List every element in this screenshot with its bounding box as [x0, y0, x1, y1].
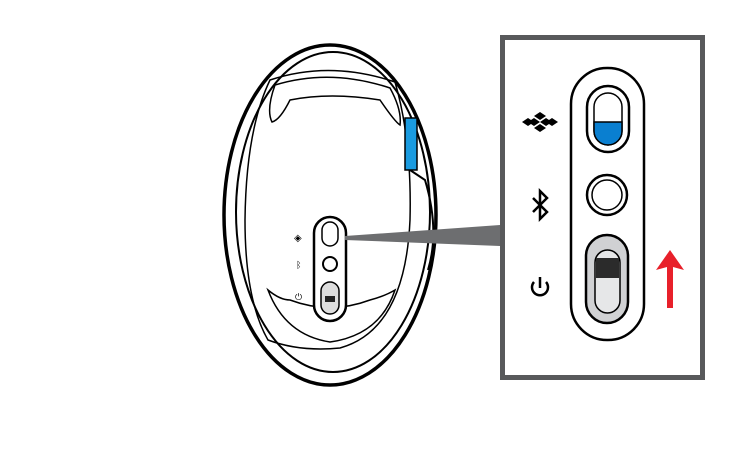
power-icon: [530, 277, 550, 297]
power-slider[interactable]: [584, 233, 630, 325]
arrow-up-icon: [656, 250, 684, 308]
mouse-body: [222, 43, 438, 387]
mouse-switch-cluster: [312, 215, 348, 323]
mouse-blue-tab: [404, 117, 418, 171]
bluetooth-icon: [532, 187, 549, 223]
svg-text:ᛒ: ᛒ: [296, 260, 301, 271]
svg-text:⏻: ⏻: [295, 292, 302, 303]
mouse-small-icons: ◈ ᛒ ⏻: [294, 233, 302, 303]
bluetooth-button[interactable]: [585, 173, 629, 217]
pairing-button[interactable]: [585, 84, 631, 154]
svg-text:◈: ◈: [294, 233, 302, 244]
zoom-connector: [345, 225, 500, 246]
switch-capsule: [569, 66, 646, 342]
swift-pair-icon: [522, 112, 558, 132]
